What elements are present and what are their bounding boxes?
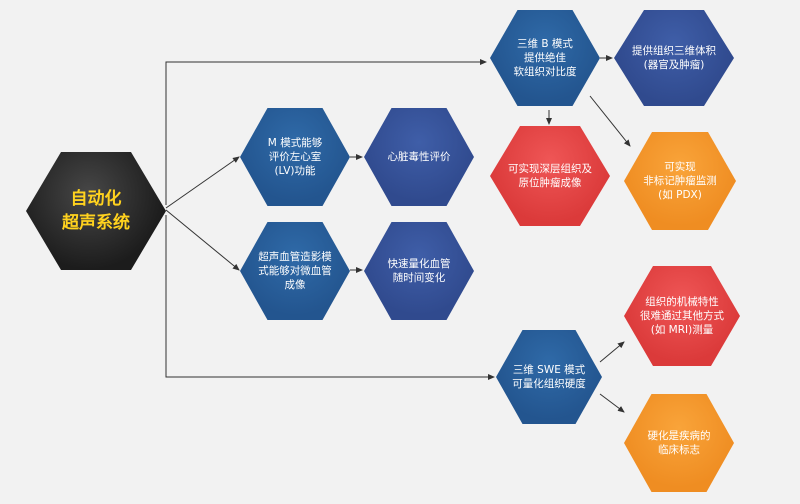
node-label: 可实现 非标记肿瘤监测 (如 PDX) xyxy=(643,161,717,201)
node-3d-swe-mode: 三维 SWE 模式 可量化组织硬度 xyxy=(496,330,602,424)
node-m-mode: M 模式能够 评价左心室 (LV)功能 xyxy=(240,108,350,206)
node-label: M 模式能够 评价左心室 (LV)功能 xyxy=(267,137,323,177)
arrow-swe-to-marker xyxy=(599,393,625,413)
node-label: 自动化 超声系统 xyxy=(62,189,130,233)
node-label: 硬化是疾病的 临床标志 xyxy=(647,430,711,456)
node-label: 可实现深层组织及 原位肿瘤成像 xyxy=(508,163,592,189)
node-deep-tissue-imaging: 可实现深层组织及 原位肿瘤成像 xyxy=(490,126,610,226)
node-label: 超声血管造影模 式能够对微血管 成像 xyxy=(258,251,332,291)
node-label: 三维 B 模式 提供绝佳 软组织对比度 xyxy=(513,38,577,78)
node-cardiotoxicity: 心脏毒性评价 xyxy=(364,108,474,206)
node-rapid-vascular-quantification: 快速量化血管 随时间变化 xyxy=(364,222,474,320)
node-label-free-tumor-monitoring: 可实现 非标记肿瘤监测 (如 PDX) xyxy=(624,132,736,230)
node-3d-tissue-volume: 提供组织三维体积 (器官及肿瘤) xyxy=(614,10,734,106)
node-label: 组织的机械特性 很难通过其他方式 (如 MRI)测量 xyxy=(640,296,724,336)
node-ultrasound-angiography: 超声血管造影模 式能够对微血管 成像 xyxy=(240,222,350,320)
node-label: 心脏毒性评价 xyxy=(387,151,451,163)
arrow-root-to-m-mode xyxy=(165,156,240,209)
arrow-root-to-b-mode xyxy=(165,59,487,205)
node-label: 快速量化血管 随时间变化 xyxy=(387,258,451,284)
arrow-root-to-swe xyxy=(165,215,495,380)
arrow-b-mode-to-nonlabel xyxy=(589,95,631,147)
node-label: 三维 SWE 模式 可量化组织硬度 xyxy=(512,364,586,390)
arrow-swe-to-mechanical xyxy=(599,341,625,363)
arrow-root-to-vascular xyxy=(165,209,240,271)
node-label: 提供组织三维体积 (器官及肿瘤) xyxy=(632,45,716,71)
